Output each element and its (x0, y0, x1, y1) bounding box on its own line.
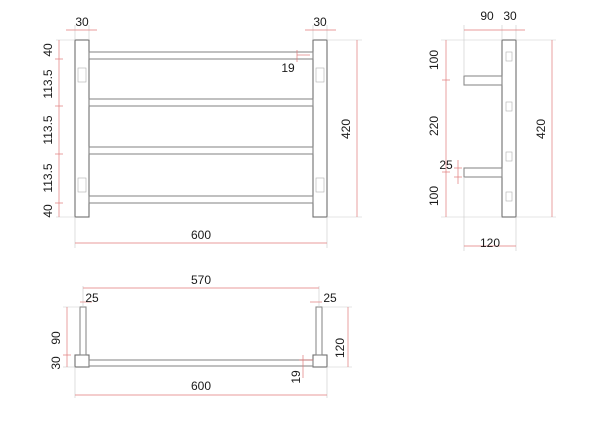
plan-right-arm (315, 306, 323, 356)
plan-dim-right-height: 120 (333, 338, 347, 358)
front-left-post (74, 39, 90, 218)
front-mounting-holes (77, 67, 325, 193)
plan-left-arm (79, 306, 87, 356)
front-dim-top-left: 30 (75, 15, 89, 29)
plan-dim-left-offset: 25 (85, 291, 99, 305)
front-rail-2 (88, 98, 314, 107)
front-view: 30 30 40 113.5 113.5 113.5 40 19 420 600 (41, 15, 362, 248)
front-dim-rail-offset: 19 (281, 61, 295, 75)
plan-dim-left-a: 90 (49, 331, 63, 345)
front-rail-3 (88, 146, 314, 155)
side-dim-left-1: 100 (427, 50, 441, 70)
side-dim-top-a: 90 (480, 9, 494, 23)
front-dim-left-5: 40 (41, 204, 55, 218)
plan-dim-inner-width: 570 (191, 273, 211, 287)
front-dim-left-2: 113.5 (41, 69, 55, 98)
side-upper-arm (463, 75, 503, 86)
front-dim-top-right: 30 (313, 15, 327, 29)
side-view: 90 30 100 220 100 25 420 120 (427, 9, 556, 251)
plan-right-plate (312, 354, 328, 368)
side-dim-depth: 120 (480, 236, 500, 250)
front-dim-overall-height: 420 (339, 119, 353, 139)
plan-rail (88, 359, 314, 367)
side-lower-arm (463, 167, 503, 178)
plan-dim-right-offset: 25 (323, 291, 337, 305)
side-extension-lines (441, 25, 556, 251)
front-rail-4 (88, 195, 314, 204)
side-dim-top-b: 30 (503, 9, 517, 23)
front-dim-left-4: 113.5 (41, 163, 55, 192)
side-dimension-lines (442, 29, 553, 247)
side-dim-left-3: 100 (427, 186, 441, 206)
plan-dimension-lines (63, 287, 349, 396)
front-dim-left-1: 40 (41, 43, 55, 57)
plan-dim-overall-width: 600 (191, 379, 211, 393)
front-dim-overall-width: 600 (191, 228, 211, 242)
front-dimension-lines (55, 29, 358, 244)
side-dim-overall-height: 420 (534, 119, 548, 139)
plan-left-plate (74, 354, 90, 368)
side-dim-left-2: 220 (427, 116, 441, 136)
plan-view: 570 25 25 90 30 120 19 600 (49, 273, 352, 398)
side-back-plate (501, 39, 517, 218)
front-rail-1 (88, 51, 314, 60)
plan-dim-rail-offset: 19 (289, 370, 303, 384)
front-dim-left-3: 113.5 (41, 115, 55, 144)
front-right-post (312, 39, 328, 218)
plan-dim-left-b: 30 (49, 356, 63, 370)
side-dim-small: 25 (439, 158, 453, 172)
side-mounting-holes (505, 51, 513, 202)
